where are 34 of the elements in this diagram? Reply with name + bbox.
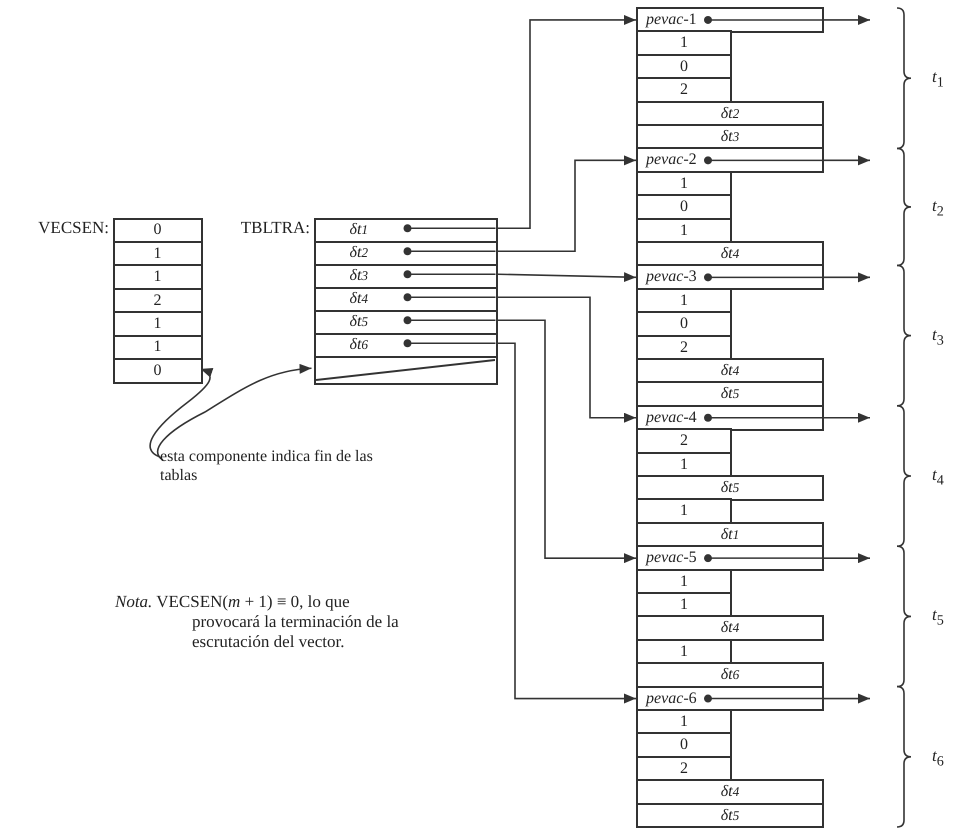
memory-cell: 1 — [636, 30, 732, 56]
pointer-arrow — [824, 553, 870, 564]
pointer-arrow — [824, 155, 870, 166]
pointer-arrow — [824, 694, 870, 704]
pointer-cell: pevac-2 — [636, 147, 824, 174]
pointer-arrow — [824, 412, 870, 423]
memory-cell: 1 — [636, 498, 732, 524]
brace-label: t$_{1}$ — [932, 67, 944, 92]
note-text: Nota. VECSEN(m + 1) ≡ 0, lo que provocará la terminación de la escrutación del vector. — [115, 592, 400, 652]
pointer-cell: pevac-5 — [636, 545, 824, 572]
brace-label: t$_{6}$ — [932, 746, 944, 770]
table-label: VECSEN: — [38, 218, 109, 238]
pointer-arrow — [498, 296, 636, 423]
leader-line — [149, 368, 214, 458]
brace-label: t$_{5}$ — [932, 605, 944, 630]
memory-cell: 2 — [636, 77, 732, 104]
memory-cell: 0 — [636, 311, 732, 338]
brace-label: t$_{2}$ — [932, 196, 944, 220]
annotation-text: esta componente indica fin de las tablas — [160, 447, 375, 487]
pointer-arrow — [498, 319, 636, 564]
brace-label: t$_{3}$ — [932, 324, 944, 349]
memory-cell: 0 — [636, 732, 732, 758]
memory-cell: 0 — [636, 194, 732, 220]
pointer-arrow — [824, 272, 870, 282]
pointer-cell: pevac-3 — [636, 264, 824, 290]
table-label: TBLTRA: — [240, 218, 310, 238]
pointer-arrow — [498, 272, 636, 282]
leader-line — [156, 364, 312, 461]
memory-cell: 2 — [636, 428, 732, 454]
brace-label: t$_{4}$ — [932, 465, 944, 490]
pointer-arrow — [498, 14, 636, 230]
pointer-arrow — [498, 155, 636, 252]
pointer-arrow — [498, 342, 636, 704]
pointer-arrow — [824, 14, 870, 25]
